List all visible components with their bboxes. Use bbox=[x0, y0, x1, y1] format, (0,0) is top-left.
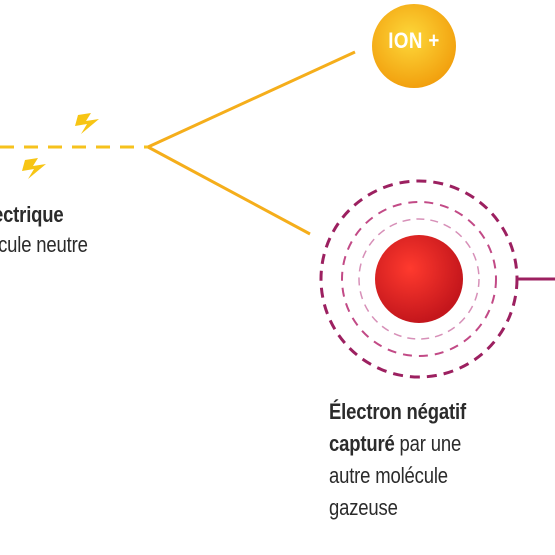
electron-label: Électron négatif capturé par une autre m… bbox=[329, 396, 466, 524]
electron-icon bbox=[319, 179, 519, 379]
ion-icon bbox=[372, 4, 456, 88]
lightning-bolt-icon bbox=[22, 158, 46, 179]
branch-line-to-ion bbox=[147, 50, 356, 149]
ion-label: ION + bbox=[388, 28, 440, 53]
electron-label-line-2: capturé par une bbox=[329, 428, 466, 460]
electron-label-line-4: gazeuse bbox=[329, 495, 398, 520]
electron-label-line-1: Électron négatif bbox=[329, 399, 466, 424]
electron-label-line-3: autre molécule bbox=[329, 463, 448, 488]
lightning-bolt-icon bbox=[75, 113, 99, 134]
electric-field-label: lectrique écule neutre bbox=[0, 200, 88, 260]
branch-line-to-electron bbox=[147, 145, 311, 236]
label-line-2: écule neutre bbox=[0, 232, 88, 257]
label-line-1: lectrique bbox=[0, 202, 64, 227]
captured-word: capturé bbox=[329, 431, 395, 456]
by-another-text: par une bbox=[394, 431, 462, 456]
